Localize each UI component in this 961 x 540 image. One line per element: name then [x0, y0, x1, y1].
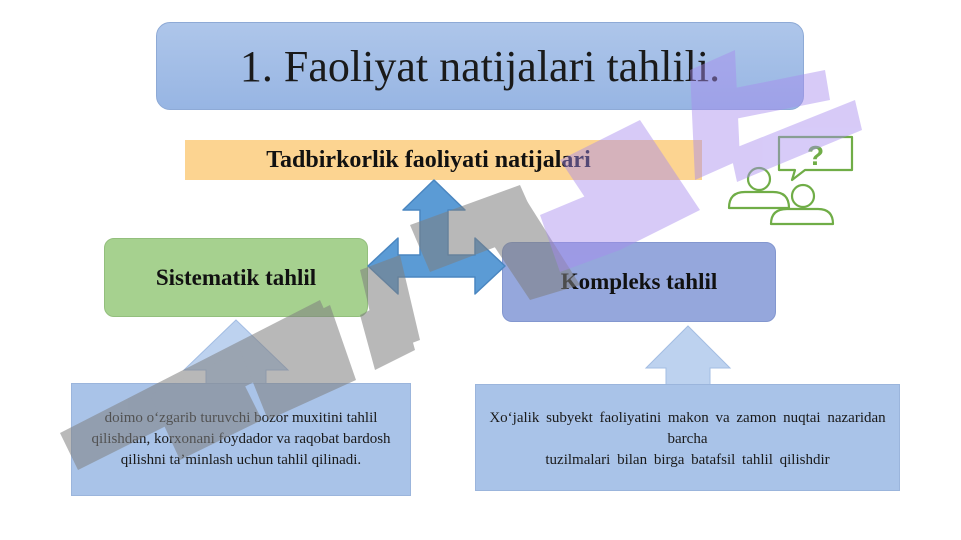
right-person-head	[790, 183, 816, 209]
page-title: 1. Faoliyat natijalari tahlili.	[239, 41, 721, 91]
systematic-analysis-box: Sistematik tahlil	[104, 238, 368, 317]
speech-bubble	[777, 135, 854, 182]
complex-analysis-label: Kompleks tahlil	[560, 269, 718, 294]
complex-description-box: Xo‘jalik subyekt faoliyatini makon va za…	[475, 384, 900, 491]
right-person-body	[769, 207, 835, 226]
results-label: Tadbirkorlik faoliyati natijalari	[266, 146, 591, 173]
left-person-head	[746, 166, 772, 192]
question-mark-icon: ?	[807, 140, 824, 171]
watermark-grey-letters	[60, 185, 580, 470]
title-box: 1. Faoliyat natijalari tahlili.	[156, 22, 804, 110]
complex-description-line1: Xo‘jalik subyekt faoliyatini makon va za…	[489, 410, 886, 447]
left-person-body	[727, 190, 791, 210]
systematic-analysis-label: Sistematik tahlil	[155, 264, 317, 290]
results-box: Tadbirkorlik faoliyati natijalari	[185, 140, 702, 180]
watermark-purple-letters	[540, 50, 862, 272]
complex-description-line2: tuzilmalari bilan birga batafsil tahlil …	[545, 452, 830, 468]
